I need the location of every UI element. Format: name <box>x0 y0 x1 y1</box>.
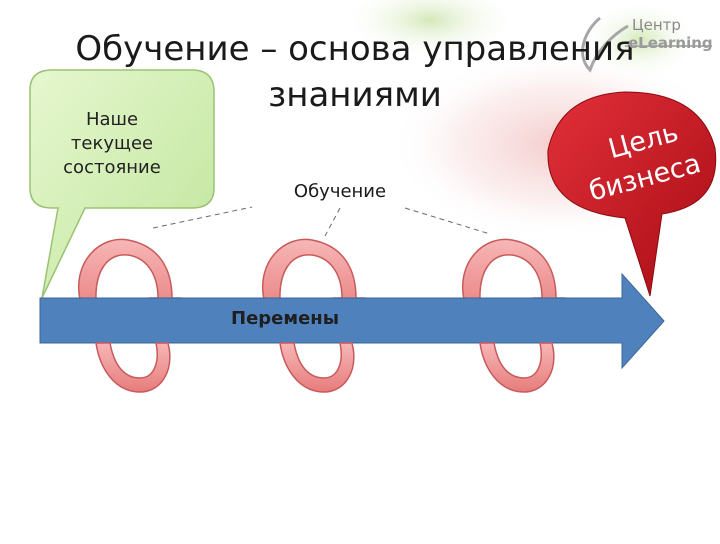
learning-loop-front <box>95 342 171 393</box>
slide-title: Обучение – основа управления знаниями <box>70 26 640 118</box>
background-leaf-decoration <box>340 0 520 60</box>
current-state-text: Наше текущее состояние <box>52 108 172 180</box>
background-leaf-decoration <box>580 0 700 80</box>
logo-line-2: eLearning <box>628 34 713 52</box>
current-state-line-2: текущее <box>70 133 154 154</box>
learning-label: Обучение <box>293 181 387 202</box>
business-goal-bubble <box>547 91 717 297</box>
title-line-2: знаниями <box>268 75 442 115</box>
connector-line <box>324 207 341 237</box>
current-state-line-3: состояние <box>63 157 161 178</box>
title-line-1: Обучение – основа управления <box>75 29 635 69</box>
current-state-line-1: Наше <box>85 109 139 130</box>
changes-label: Перемены <box>231 308 339 329</box>
learning-loop-front <box>279 342 355 393</box>
current-state-bubble <box>29 69 215 299</box>
learning-loop-front <box>479 342 555 393</box>
logo-leaf-icon <box>581 16 629 73</box>
changes-arrow <box>39 272 665 370</box>
connector-line <box>404 207 491 235</box>
logo: Центр eLearning <box>628 16 718 52</box>
connector-line <box>152 206 253 229</box>
logo-line-1: Центр <box>632 16 681 34</box>
